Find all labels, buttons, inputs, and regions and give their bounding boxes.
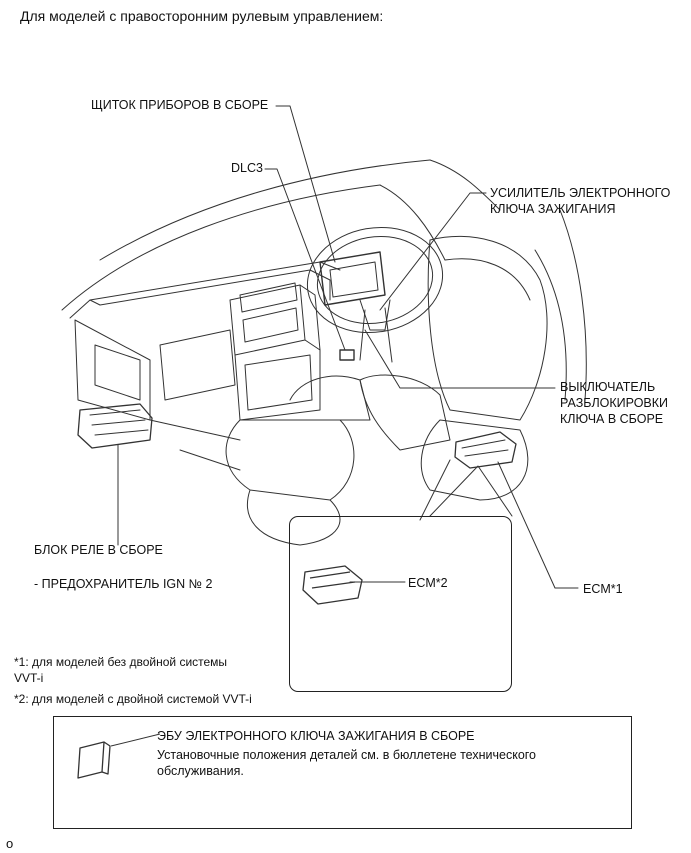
label-unlock-switch-3: КЛЮЧА В СБОРЕ	[560, 412, 664, 426]
label-ecm2: ECM*2	[408, 576, 448, 590]
windshield-upper-edge	[99, 159, 431, 261]
windshield-lower-edge	[61, 184, 381, 311]
leader-unlock-switch	[364, 329, 556, 389]
label-relay-block: БЛОК РЕЛЕ В СБОРЕ	[34, 543, 163, 557]
label-ecm1: ECM*1	[583, 582, 623, 596]
seat-left	[225, 419, 355, 501]
ecm-main-shape	[454, 431, 517, 469]
dlc3-connector	[339, 349, 355, 361]
dashboard-top	[69, 261, 341, 319]
label-unlock-switch-2: РАЗБЛОКИРОВКИ	[560, 396, 669, 410]
instrument-cluster-shape	[319, 251, 386, 306]
footnote-2: *2: для моделей с двойной системой VVT-i	[14, 692, 252, 706]
relay-block-shape	[77, 403, 153, 449]
inset-pointer	[429, 465, 513, 517]
leader-ecm1	[497, 461, 579, 589]
callout-text-line1: Установочные положения деталей см. в бюл…	[157, 748, 537, 762]
ecm-inset-frame	[289, 516, 512, 692]
seat-right	[427, 235, 548, 421]
leader-amplifier	[379, 192, 487, 311]
ecm-inset-shape	[302, 565, 363, 605]
steering-wheel	[306, 226, 444, 334]
page-title: Для моделей с правосторонним рулевым упр…	[20, 8, 384, 24]
key-ecu-callout	[53, 716, 632, 829]
center-stack	[229, 284, 306, 356]
label-key-amplifier-2: КЛЮЧА ЗАЖИГАНИЯ	[490, 202, 616, 216]
page-marker: o	[6, 836, 14, 851]
leader-dlc3	[264, 168, 346, 351]
door-pillar	[559, 209, 587, 401]
label-unlock-switch-1: ВЫКЛЮЧАТЕЛЬ	[560, 380, 656, 394]
footnote-1-line2: VVT-i	[14, 671, 44, 685]
callout-text-line2: обслуживания.	[157, 764, 244, 778]
footnote-1-line1: *1: для моделей без двойной системы	[14, 655, 228, 669]
label-dlc3: DLC3	[231, 161, 263, 175]
callout-title: ЭБУ ЭЛЕКТРОННОГО КЛЮЧА ЗАЖИГАНИЯ В СБОРЕ	[157, 729, 475, 743]
glovebox	[74, 319, 151, 421]
label-instrument-cluster: ЩИТОК ПРИБОРОВ В СБОРЕ	[91, 98, 269, 112]
label-fuse-ign: - ПРЕДОХРАНИТЕЛЬ IGN № 2	[34, 577, 213, 591]
label-key-amplifier-1: УСИЛИТЕЛЬ ЭЛЕКТРОННОГО	[490, 186, 671, 200]
leader-cluster	[275, 105, 336, 263]
